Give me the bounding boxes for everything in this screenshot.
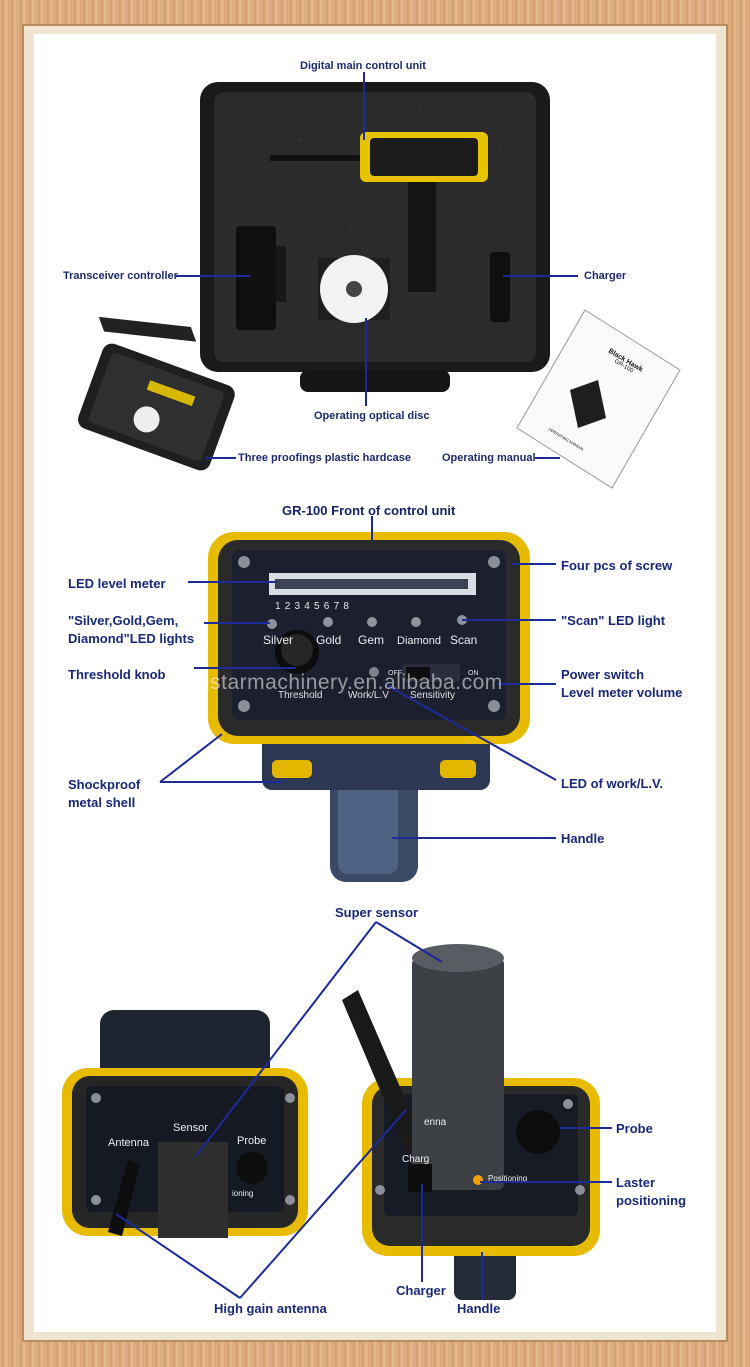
label-probe: Probe: [616, 1121, 653, 1136]
label-four-screws: Four pcs of screw: [561, 558, 673, 573]
label-positioning: positioning: [616, 1193, 687, 1208]
label-scan-led: "Scan" LED light: [561, 613, 666, 628]
watermark: jstarmachinery.en.alibaba.com: [205, 671, 503, 694]
label-threshold-knob: Threshold knob: [68, 667, 166, 682]
label-led-work: LED of work/L.V.: [561, 776, 664, 791]
section2-title: GR-100 Front of control unit: [282, 503, 456, 518]
label-handle-bottom: Handle: [457, 1301, 501, 1316]
label-high-gain-antenna: High gain antenna: [214, 1301, 327, 1316]
label-laster: Laster: [616, 1175, 656, 1190]
label-charger-top: Charger: [584, 270, 627, 282]
label-hardcase: Three proofings plastic hardcase: [238, 452, 411, 464]
label-metal-shell: metal shell: [68, 795, 136, 810]
label-transceiver-controller: Transceiver controller: [63, 270, 178, 282]
label-shockproof: Shockproof: [68, 777, 141, 792]
label-operating-manual: Operating manual: [442, 452, 536, 464]
label-super-sensor: Super sensor: [335, 905, 419, 920]
label-led-level-meter: LED level meter: [68, 576, 166, 591]
label-power-switch: Power switch: [561, 667, 645, 682]
label-handle-front: Handle: [561, 831, 605, 846]
label-sgd-lights-line2: Diamond"LED lights: [68, 631, 195, 646]
label-sgd-lights-line1: "Silver,Gold,Gem,: [68, 613, 179, 628]
label-level-meter-volume: Level meter volume: [561, 685, 683, 700]
label-main-control-unit: Digital main control unit: [300, 60, 426, 72]
label-optical-disc: Operating optical disc: [314, 410, 430, 422]
label-charger-bottom: Charger: [396, 1283, 446, 1298]
